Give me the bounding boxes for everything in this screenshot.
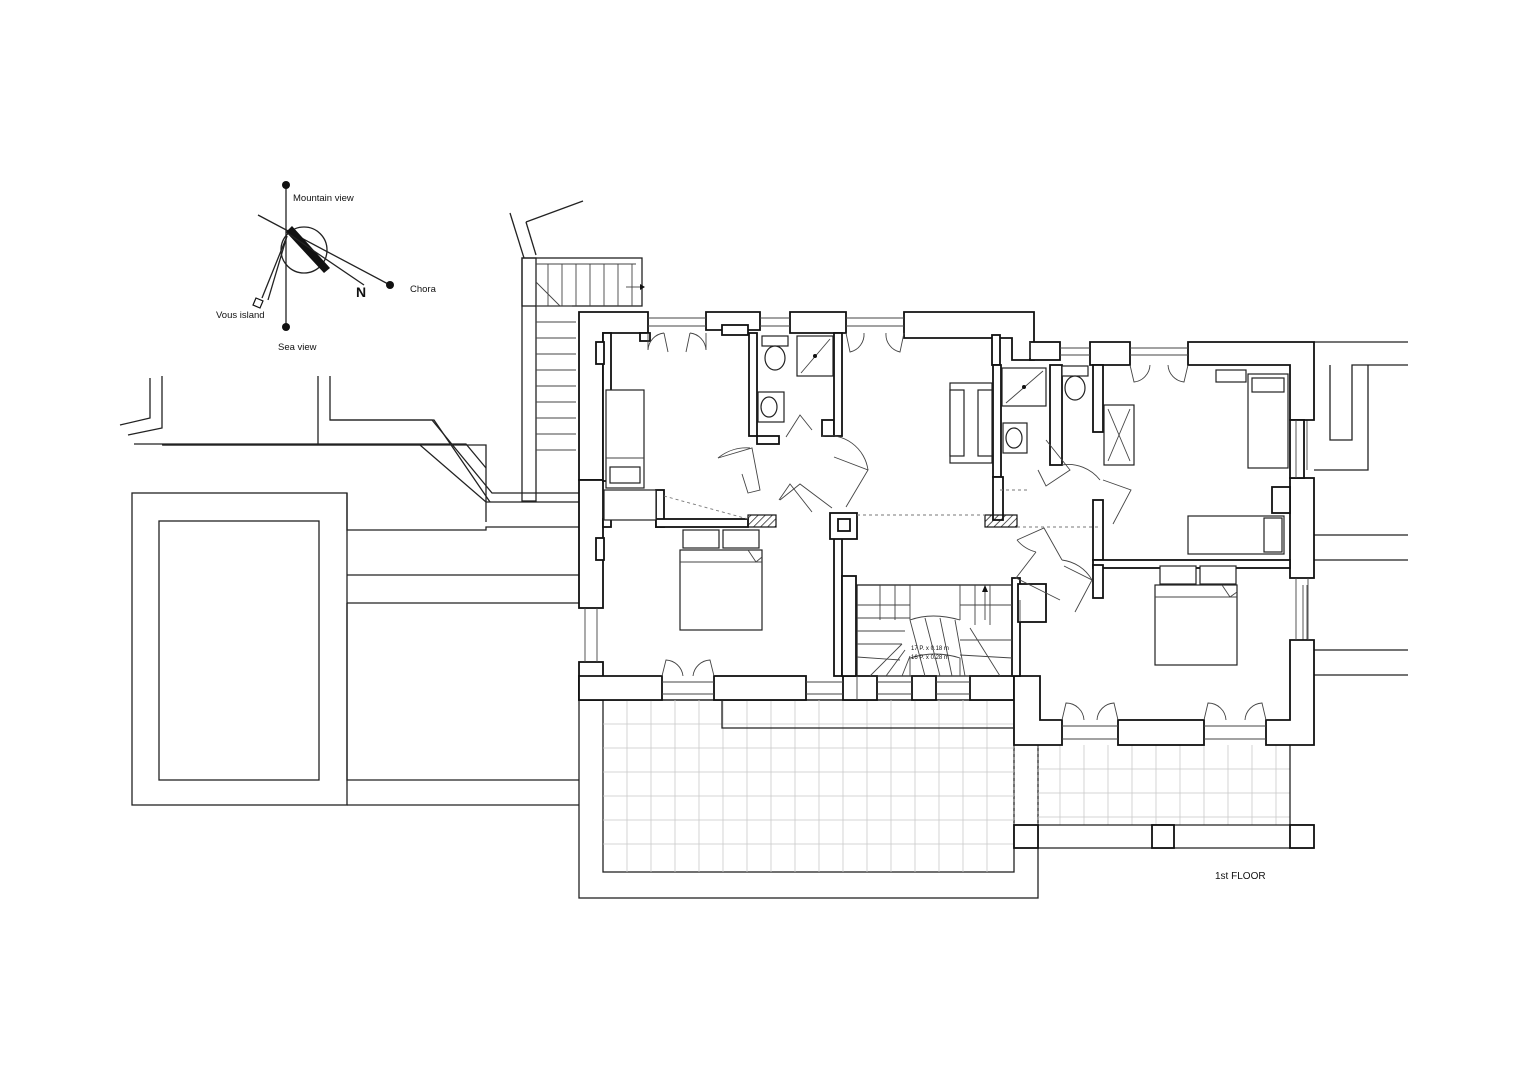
toilet (1064, 375, 1086, 401)
washbasin (1005, 427, 1023, 449)
chora-label: Chora (410, 284, 437, 295)
toilet (764, 345, 786, 371)
stairs-line-2: 16 P. x 0.28 m (911, 655, 949, 661)
terrace-column (1151, 824, 1175, 849)
vous-island-label: Vous island (216, 310, 265, 321)
terrace-tiles-right (1038, 745, 1290, 825)
windows (584, 317, 1309, 740)
compass-rose: N Mountain view Chora Vous island Sea vi… (216, 181, 437, 353)
double-bed (1154, 584, 1238, 666)
chora-dot (386, 281, 394, 289)
double-bed (679, 549, 763, 631)
washbasin (760, 396, 778, 418)
pool-outer (131, 492, 348, 806)
stairs-line-1: 17 P. x 0.18 m (911, 646, 949, 652)
sea-view-label: Sea view (278, 342, 317, 353)
lower-walls (721, 676, 1014, 729)
floor-label: 1st FLOOR (1215, 871, 1266, 882)
pool-inner (158, 520, 320, 781)
site-outline (119, 200, 645, 806)
sea-view-dot (282, 323, 290, 331)
site-right (1302, 341, 1408, 676)
terrace-column (1013, 824, 1039, 849)
terrace-column (1289, 824, 1315, 849)
building-walls (578, 311, 1315, 746)
internal-staircase: 17 P. x 0.18 m 16 P. x 0.28 m (856, 584, 1013, 677)
north-label: N (356, 284, 366, 300)
vous-island-marker-icon (252, 297, 264, 309)
door-swings (647, 332, 1267, 721)
hatched-column (747, 514, 777, 528)
furniture (603, 335, 1289, 666)
north-arrow-icon (286, 226, 330, 273)
mountain-view-dot (282, 181, 290, 189)
hatched-column (984, 514, 1018, 528)
terrace-tiles-left (603, 700, 1014, 872)
up-arrow-icon (982, 585, 988, 592)
mountain-view-label: Mountain view (293, 193, 354, 204)
terrace (578, 699, 1315, 899)
